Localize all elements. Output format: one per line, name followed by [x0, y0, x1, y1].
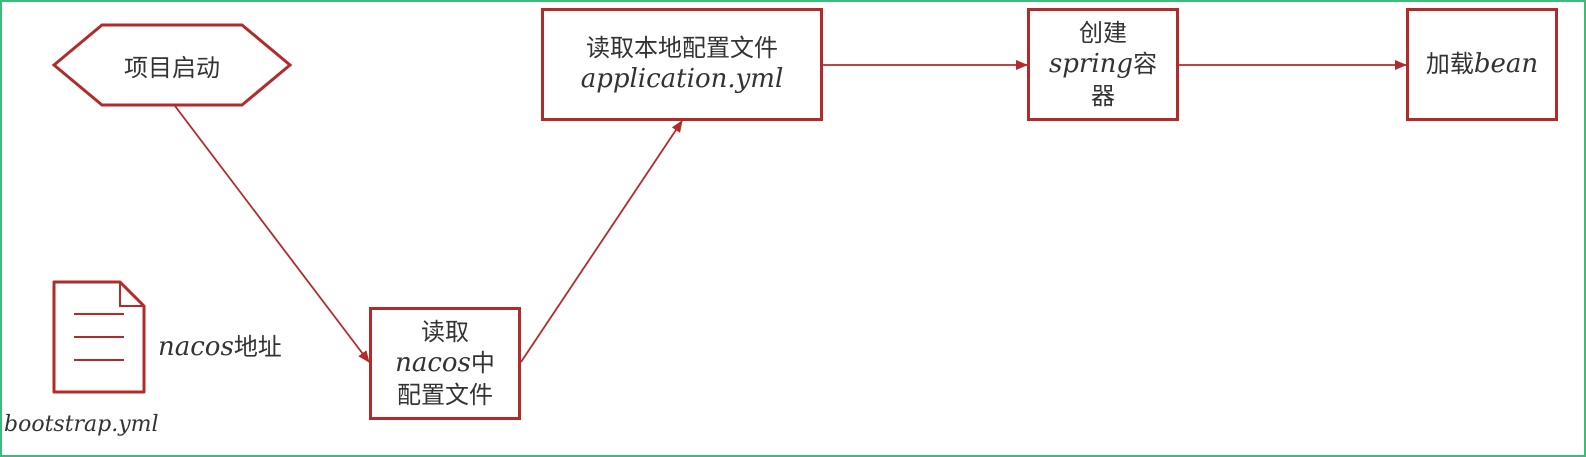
read-local-config-box: 读取本地配置文件 application.yml	[541, 8, 823, 121]
read-local-line2: application.yml	[580, 64, 784, 95]
read-local-line1: 读取本地配置文件	[586, 34, 778, 63]
load-bean-box: 加载bean	[1406, 8, 1558, 121]
create-container-line3: 器	[1091, 81, 1115, 110]
read-nacos-line2: nacos中	[395, 348, 495, 379]
read-nacos-line1: 读取	[421, 318, 469, 347]
arrow-read-nacos-to-read-local	[520, 120, 683, 363]
start-node-label: 项目启动	[54, 25, 290, 105]
read-nacos-line3: 配置文件	[397, 380, 493, 409]
create-container-line1: 创建	[1079, 19, 1127, 48]
load-bean-line: 加载bean	[1425, 49, 1539, 80]
document-icon	[52, 280, 146, 394]
start-hexagon	[51, 23, 293, 107]
nacos-address-label: nacos地址	[158, 332, 282, 362]
read-nacos-config-box: 读取 nacos中 配置文件	[369, 307, 521, 420]
bootstrap-filename: bootstrap.yml	[4, 412, 159, 437]
create-spring-container-box: 创建 spring容 器	[1027, 8, 1179, 121]
create-container-line2: spring容	[1048, 49, 1158, 80]
start-label: 项目启动	[124, 53, 220, 82]
arrow-start-to-read-nacos	[174, 105, 370, 363]
